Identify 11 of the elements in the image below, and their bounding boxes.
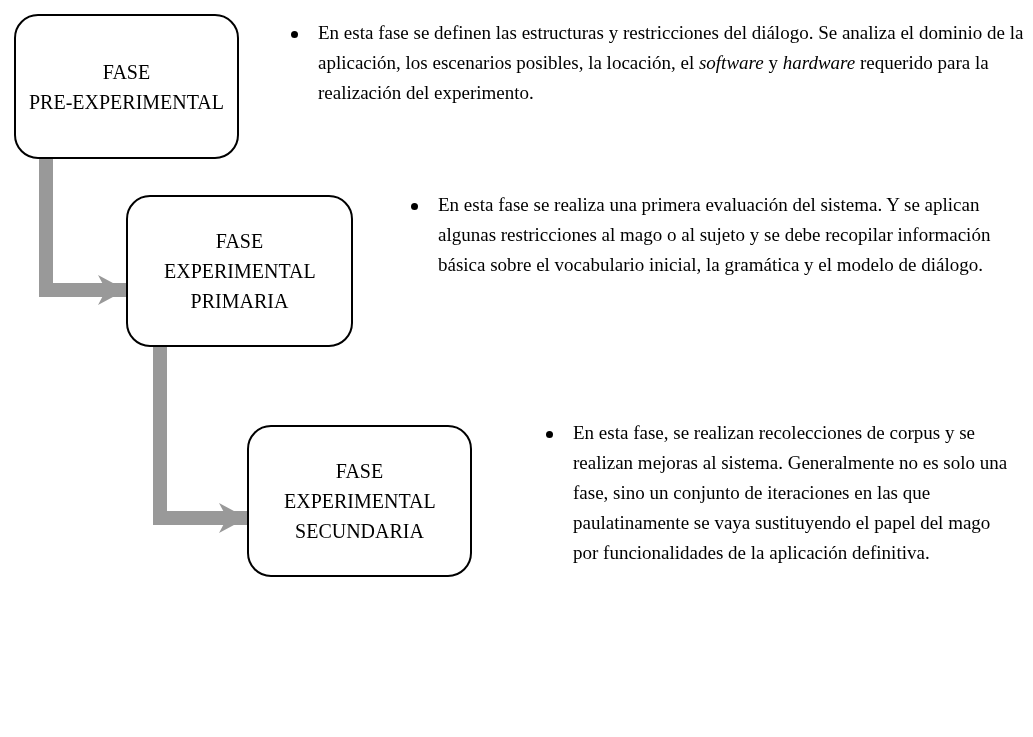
phase-box <box>247 425 472 577</box>
phase-description: En esta fase, se realizan recolecciones de corpus y se realizan mejoras al sistema. Generalmente no es solo una fase, sino un conjunto de iteraciones en las que paulatinamente se vaya sustituyendo el papel del mago por funcionalidades de la aplicación definitiva. <box>573 421 1009 565</box>
phase-box <box>14 14 239 159</box>
phase-description: En esta fase se definen las estructuras y restricciones del diálogo. Se analiza el dominio de la aplicación, los escenarios posibles, la locación, el software y hardware requerido para la realización del experimento. <box>318 21 1024 105</box>
phase-title: FASE EXPERIMENTAL SECUNDARIA <box>283 459 436 544</box>
phase-description: En esta fase se realiza una primera evaluación del sistema. Y se aplican algunas restricciones al mago o al sujeto y se debe recopilar información básica sobre el vocabulario inicial, la gramática y el modelo de diálogo. <box>438 193 992 277</box>
phase-title: FASE PRE-EXPERIMENTAL <box>28 59 225 115</box>
connector-arrow <box>39 159 126 305</box>
phase-box <box>126 195 353 347</box>
connector-arrow <box>153 347 247 533</box>
phase-title: FASE EXPERIMENTAL PRIMARIA <box>163 229 316 314</box>
